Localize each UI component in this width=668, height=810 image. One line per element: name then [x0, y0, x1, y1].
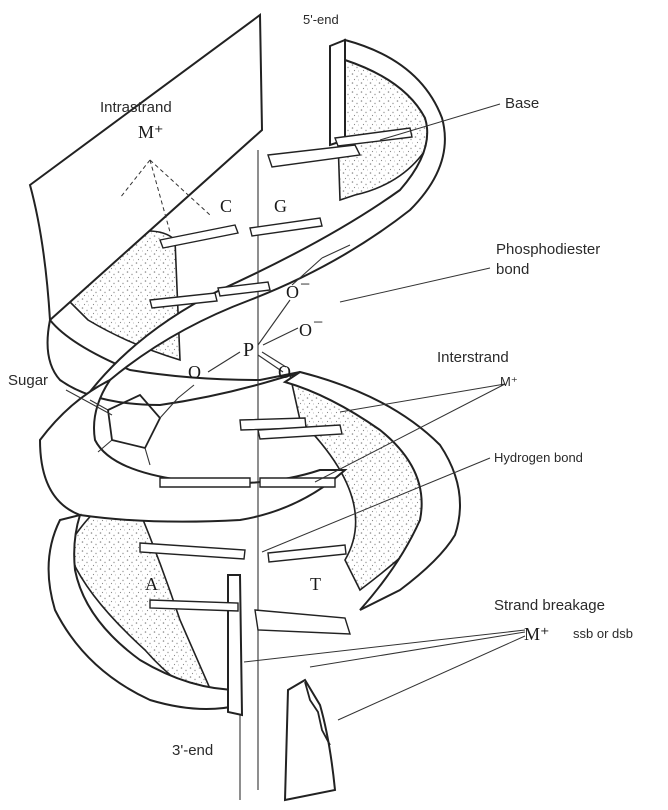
phosphate-o-bottom: O: [278, 362, 291, 382]
label-strand-breakage: Strand breakage: [494, 597, 605, 614]
label-interstrand-m: M⁺: [500, 374, 518, 389]
leader-breakage-1: [244, 630, 525, 662]
phosphate-o-left: O: [188, 362, 201, 382]
strand-two-top-strip: [330, 40, 345, 145]
base-plate: [250, 218, 322, 236]
label-base: Base: [505, 95, 539, 112]
label-breakage-m: M⁺: [524, 624, 550, 644]
label-sugar: Sugar: [8, 372, 48, 389]
label-intrastrand: Intrastrand: [100, 99, 172, 116]
label-3-end: 3'-end: [172, 742, 213, 759]
base-letter-t: T: [310, 574, 321, 594]
base-plate: [260, 478, 335, 487]
label-ssb-dsb: ssb or dsb: [573, 626, 633, 641]
label-bond: bond: [496, 261, 529, 278]
base-letter-c: C: [220, 196, 232, 216]
base-letter-a: A: [145, 574, 158, 594]
phosphate-minus-right: −: [313, 312, 323, 332]
label-interstrand: Interstrand: [437, 349, 509, 366]
label-5-end: 5'-end: [303, 12, 339, 27]
label-phosphodiester: Phosphodiester: [496, 241, 600, 258]
leader-phosphodiester: [340, 268, 490, 302]
leader-breakage-2: [310, 632, 525, 667]
phosphate-p: P: [243, 339, 254, 361]
phosphate-o-top: O: [286, 282, 299, 302]
label-hydrogen-bond: Hydrogen bond: [494, 450, 583, 465]
label-intrastrand-m: M⁺: [138, 122, 164, 142]
base-letter-g: G: [274, 196, 287, 216]
phosphate-o-right: O: [299, 320, 312, 340]
base-plate: [268, 545, 346, 562]
phosphate-minus-top: −: [300, 274, 310, 294]
phosphate-group: O P O − O − O: [178, 245, 350, 398]
strand-break-piece-left: [228, 575, 242, 715]
base-plate: [160, 478, 250, 487]
base-plate: [255, 610, 350, 634]
